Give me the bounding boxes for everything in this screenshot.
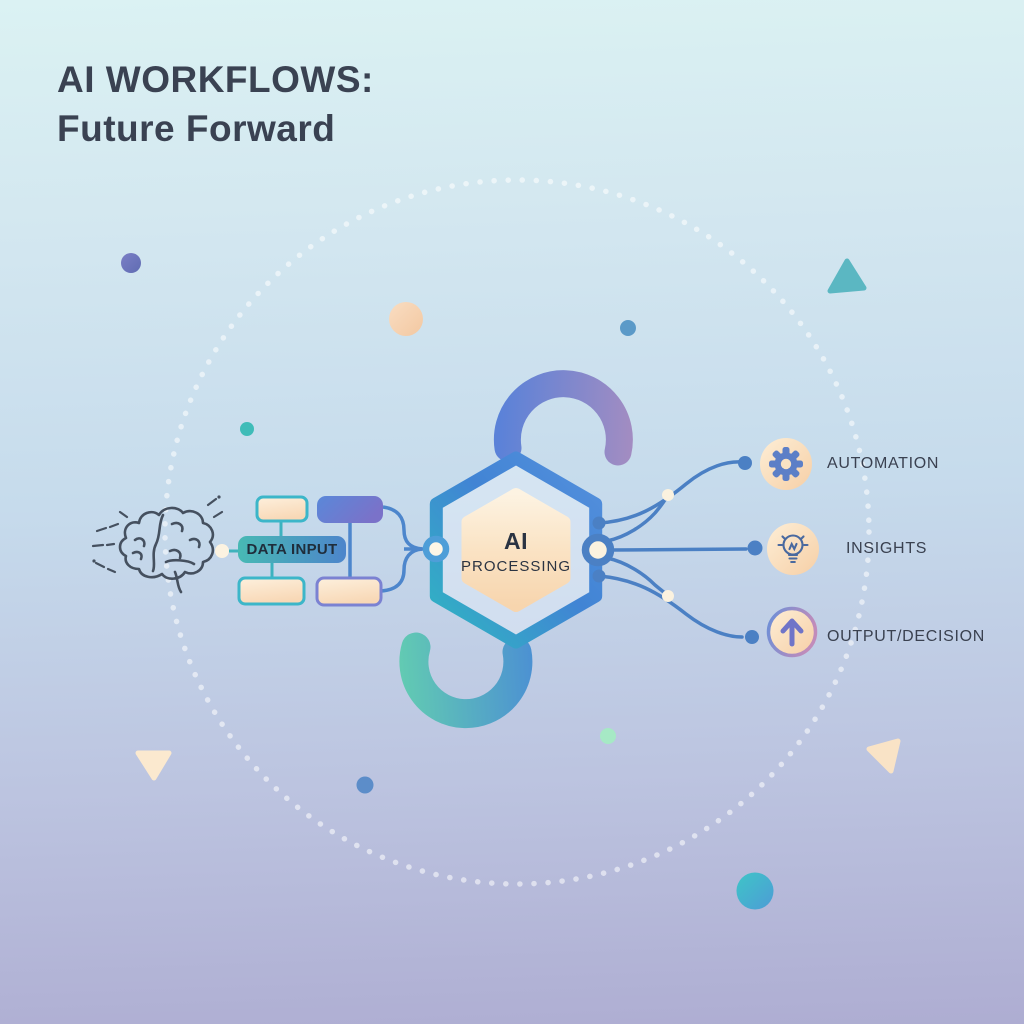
wire-to-output: [597, 574, 744, 639]
wire-cream-dot-lower: [662, 590, 674, 602]
decorative-shapes: [121, 253, 901, 910]
ai-processing-node: [422, 451, 615, 649]
flow-box-bottom-left: [237, 576, 306, 606]
arc-top: [493, 370, 633, 466]
dotted-orbit-circle: [162, 177, 872, 887]
decor-blue-dot-bottom: [356, 776, 374, 794]
hexagon-left-port: [422, 535, 450, 563]
decor-peach-triangle-down: [135, 750, 172, 781]
flow-curve-to-hex-bottom: [380, 547, 423, 593]
decor-blue-dot-top: [620, 320, 636, 336]
gear-icon: [769, 447, 803, 481]
flow-curve-to-hex-top: [382, 505, 423, 551]
insights-node: [767, 523, 819, 575]
decor-peach-triangle-right: [866, 738, 901, 774]
input-connector-dot: [215, 544, 229, 558]
wire-end-insights: [747, 540, 763, 556]
arc-bottom: [399, 632, 533, 729]
output-decision-node: [766, 606, 818, 658]
data-input-box: [238, 536, 346, 563]
brain-icon: [91, 495, 224, 594]
title-line-2: Future Forward: [57, 108, 336, 150]
ai-label: AI: [504, 528, 528, 554]
output-decision-label: OUTPUT/DECISION: [827, 628, 986, 645]
decor-peach-circle: [389, 302, 423, 336]
insights-circle: [767, 523, 819, 575]
data-input-label: DATA INPUT: [246, 541, 338, 558]
decor-teal-gradient-circle: [736, 872, 774, 910]
input-flowchart: [215, 495, 425, 607]
decor-purple-dot: [121, 253, 141, 273]
arrow-up-icon: [780, 618, 804, 647]
processing-label: PROCESSING: [460, 558, 572, 575]
flow-box-top-left: [255, 495, 309, 523]
wire-cream-dot-upper: [662, 489, 674, 501]
page-title: AI WORKFLOWS: Future Forward: [57, 55, 374, 153]
flow-box-bottom-right: [315, 576, 383, 607]
flow-box-top-right: [317, 496, 383, 523]
title-line-1: AI WORKFLOWS:: [57, 59, 374, 100]
wire-to-automation: [597, 460, 744, 525]
output-wires: [592, 456, 763, 644]
hexagon-inner: [461, 488, 571, 612]
insights-label: INSIGHTS: [846, 540, 928, 557]
lightbulb-icon: [777, 534, 809, 564]
wire-end-automation: [738, 456, 752, 470]
automation-node: [760, 438, 812, 490]
decor-teal-triangle: [827, 258, 867, 294]
wire-end-output: [745, 630, 759, 644]
wire-stub-lower: [605, 556, 669, 597]
wire-stub-upper: [605, 496, 668, 543]
wire-to-insights: [610, 547, 748, 552]
decor-teal-dot: [240, 422, 254, 436]
automation-label: AUTOMATION: [827, 455, 940, 472]
decor-mint-dot: [600, 728, 616, 744]
